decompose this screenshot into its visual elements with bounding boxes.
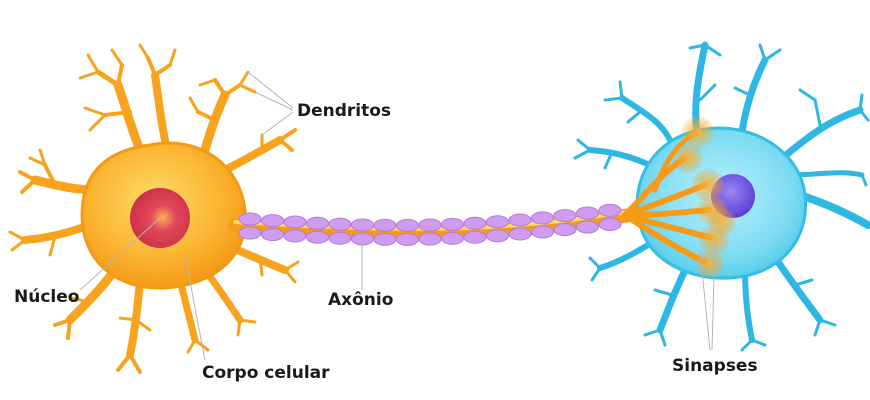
myelin-bead: [283, 215, 307, 229]
myelin-bead: [418, 232, 442, 246]
myelin-bead: [531, 211, 554, 225]
myelin-bead: [576, 206, 599, 220]
myelin-sheath: [238, 203, 622, 246]
myelin-bead: [396, 232, 419, 246]
myelin-bead: [508, 213, 532, 227]
myelin-bead: [261, 214, 284, 228]
myelin-bead: [351, 218, 374, 232]
myelin-bead: [598, 217, 622, 231]
myelin-bead: [441, 217, 464, 231]
myelin-bead: [238, 212, 262, 226]
myelin-bead: [261, 228, 284, 242]
myelin-bead: [441, 231, 464, 245]
myelin-bead: [306, 230, 329, 244]
leader-lines: [79, 71, 716, 361]
myelin-bead: [373, 218, 397, 232]
myelin-bead: [553, 223, 577, 237]
myelin-bead: [396, 218, 419, 232]
label-synapses: Sinapses: [672, 356, 758, 376]
myelin-bead: [486, 215, 509, 229]
myelin-bead: [463, 230, 487, 244]
myelin-bead: [373, 232, 397, 246]
myelin-bead: [508, 227, 532, 241]
myelin-bead: [328, 217, 352, 231]
myelin-bead: [463, 216, 487, 230]
label-cell-body: Corpo celular: [202, 363, 330, 383]
myelin-bead: [306, 216, 329, 230]
myelin-bead: [486, 229, 509, 243]
myelin-bead: [553, 209, 577, 223]
myelin-bead: [418, 218, 442, 232]
label-axon: Axônio: [328, 290, 394, 310]
myelin-bead: [531, 225, 554, 239]
myelin-bead: [238, 226, 262, 240]
synapse-glows: [673, 116, 736, 278]
myelin-bead: [283, 229, 307, 243]
label-nucleus: Núcleo: [14, 287, 80, 307]
myelin-bead: [328, 231, 352, 245]
myelin-bead: [576, 220, 599, 234]
label-dendrites: Dendritos: [297, 101, 392, 121]
myelin-bead: [598, 203, 622, 217]
